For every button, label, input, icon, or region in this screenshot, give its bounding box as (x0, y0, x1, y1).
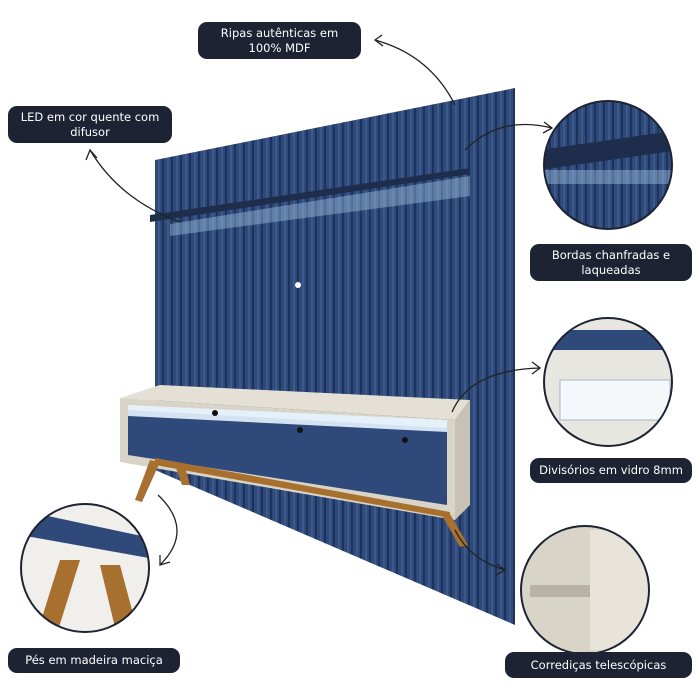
wood-base (155, 458, 450, 518)
callout-led: LED em cor quente com difusor (8, 106, 172, 143)
led-glow (170, 176, 470, 236)
wood-leg (440, 512, 468, 547)
cable-hole (295, 282, 301, 288)
callout-pes: Pés em madeira maciça (8, 648, 180, 673)
led-shelf (150, 168, 470, 222)
detail-bordas (544, 101, 672, 229)
wood-leg (175, 465, 190, 485)
rack-drawers (128, 410, 447, 505)
drawer-handle (402, 437, 408, 443)
callout-corredicas: Corrediças telescópicas (505, 652, 692, 678)
callout-bordas: Bordas chanfradas e laqueadas (530, 244, 692, 281)
wood-leg (135, 460, 160, 502)
rack-glow (128, 405, 447, 432)
rack-side (455, 400, 470, 520)
drawer-handle (212, 410, 218, 416)
detail-corredicas (521, 526, 649, 654)
callout-vidro: Divisórios em vidro 8mm (530, 458, 692, 483)
callout-arrows (85, 34, 554, 576)
rack-top (120, 385, 470, 420)
detail-vidro (544, 318, 672, 446)
callout-ripas: Ripas autênticas em 100% MDF (198, 22, 361, 59)
drawer-handle (297, 427, 303, 433)
